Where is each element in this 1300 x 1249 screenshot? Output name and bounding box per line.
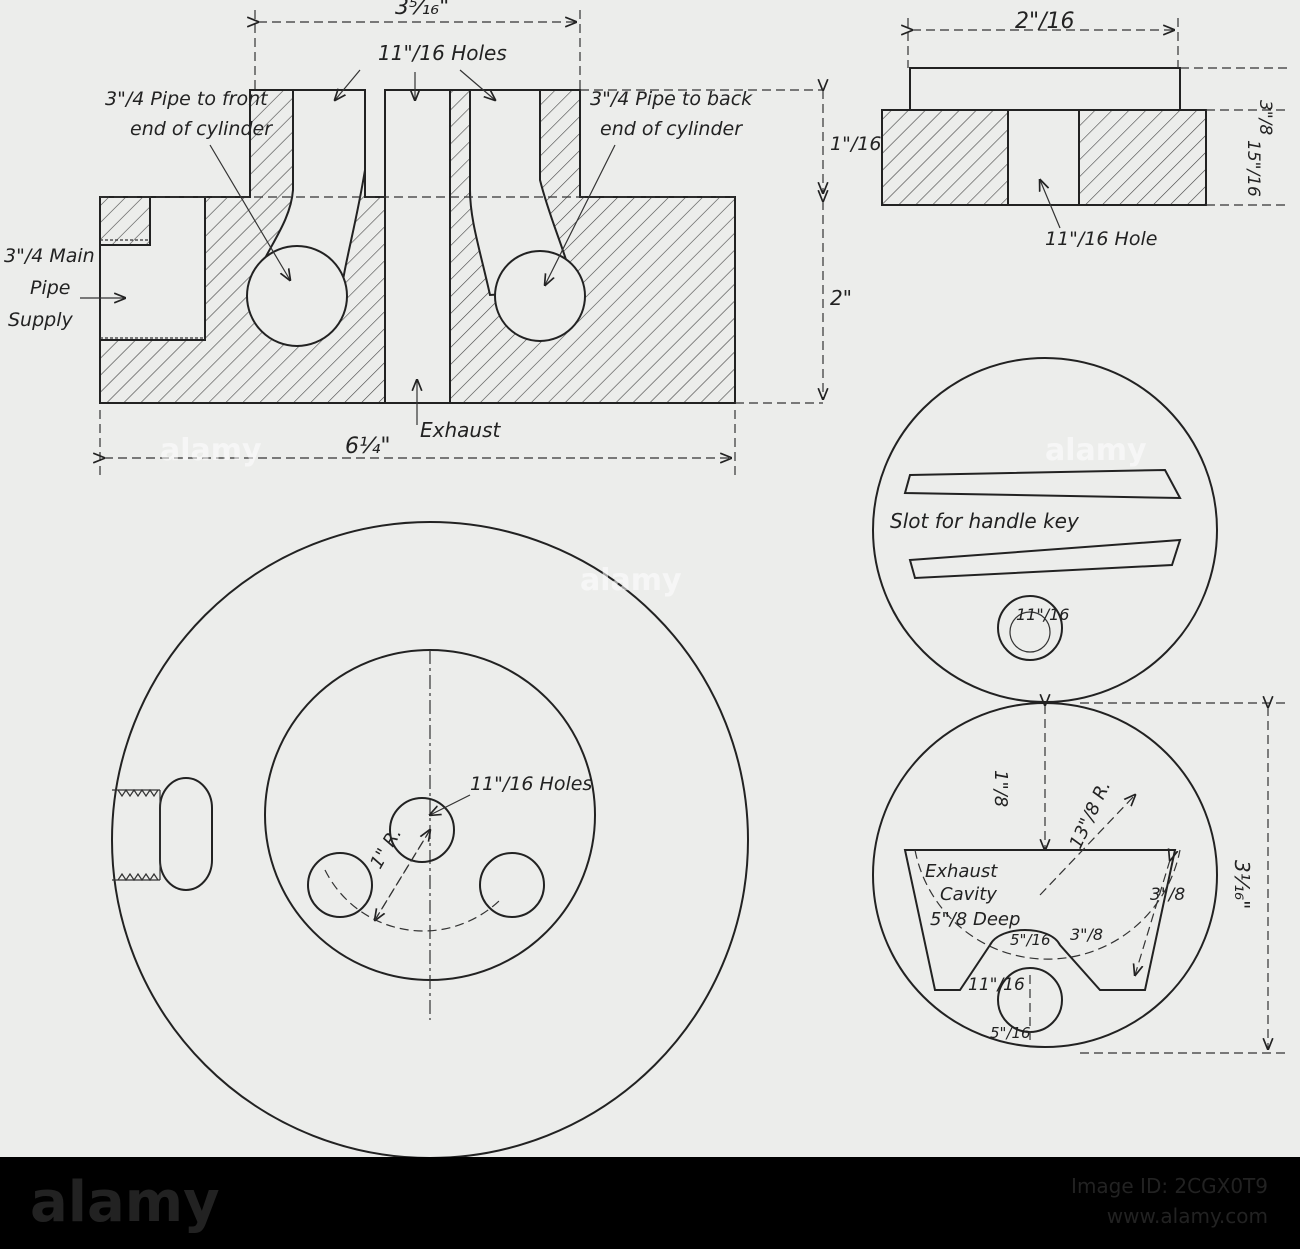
top-width-dim: 3⁵⁄₁₆" [395, 0, 449, 20]
cap-rim-dim: 3"/8 [1255, 100, 1275, 135]
body-height-dim: 2" [830, 286, 852, 310]
main-pipe-label-1: 3"/4 Main [4, 245, 95, 267]
drawing-canvas: 3⁵⁄₁₆" 11"/16 Holes 3"/4 Pipe to front e… [4, 0, 1290, 1159]
small-hole-outline [997, 595, 1063, 661]
back-port-circle [494, 250, 586, 342]
ex-top-dim: 1"/8 [990, 770, 1011, 807]
ex-mid-dim: 3"/8 [1070, 925, 1103, 944]
watermark: alamy [1045, 433, 1147, 468]
exhaust-passage [384, 89, 451, 404]
ex-cavity-label-2: Cavity [940, 884, 997, 905]
plan-right-hole [479, 852, 545, 918]
ex-hole-dim: 11"/16 [968, 975, 1025, 995]
plan-view: 11"/16 Holes 1" R. [111, 521, 749, 1159]
plan-radius-label: 1" R. [366, 824, 406, 872]
engineering-drawing: 3⁵⁄₁₆" 11"/16 Holes 3"/4 Pipe to front e… [0, 0, 1300, 1159]
plan-outer-circle [111, 521, 749, 1159]
front-section-view: 3⁵⁄₁₆" 11"/16 Holes 3"/4 Pipe to front e… [4, 0, 881, 480]
main-pipe-label-2: Pipe [30, 277, 71, 299]
exhaust-cavity [903, 849, 1177, 991]
image-id: Image ID: 2CGX0T9 [1071, 1174, 1268, 1198]
cap-section-view: 2"/16 3"/8 15"/16 11"/16 Hole [881, 9, 1290, 250]
cap-right-section [1078, 109, 1207, 206]
site-url[interactable]: www.alamy.com [1107, 1204, 1268, 1228]
pipe-front-label-2: end of cylinder [130, 118, 273, 140]
small-hole-label: 11"/16 [1016, 605, 1069, 624]
exhaust-label: Exhaust [420, 418, 502, 442]
watermark: alamy [160, 433, 262, 468]
cap-hole-label: 11"/16 Hole [1045, 228, 1157, 250]
cap-height-dim: 15"/16 [1243, 140, 1263, 197]
pipe-back-label-2: end of cylinder [600, 118, 743, 140]
ex-bottom-dim: 5"/16 [990, 1024, 1031, 1042]
overall-width-dim: 6¼" [345, 434, 390, 459]
exhaust-disc-view: 1"/8 13"/8 R. Exhaust Cavity 5"/8 Deep 3… [872, 703, 1290, 1054]
holes-top-label: 11"/16 Holes [378, 41, 507, 65]
footer-canvas: alamy Image ID: 2CGX0T9 www.alamy.com [30, 1170, 1268, 1235]
brand-logo[interactable]: alamy [30, 1170, 220, 1235]
slot-upper [903, 468, 1182, 500]
main-pipe-label-3: Supply [8, 309, 74, 331]
pipe-back-label: 3"/4 Pipe to back [590, 88, 753, 110]
footer-bar: alamy Image ID: 2CGX0T9 www.alamy.com [0, 1157, 1300, 1245]
slot-label: Slot for handle key [890, 509, 1080, 533]
ex-side-dim: 3"/8 [1150, 885, 1185, 905]
cap-width-dim: 2"/16 [1015, 9, 1075, 34]
slot-disc-view: Slot for handle key 11"/16 [872, 357, 1218, 703]
front-port-circle [246, 245, 348, 347]
ex-radius-dim: 13"/8 R. [1065, 777, 1115, 852]
slot-lower [908, 538, 1182, 580]
watermark: alamy [580, 563, 682, 598]
plan-left-hole [307, 852, 373, 918]
supply-port [159, 777, 213, 891]
plan-center-hole [389, 797, 455, 863]
pipe-front-label: 3"/4 Pipe to front [105, 88, 269, 110]
cap-left-section [881, 109, 1009, 206]
ex-dia-dim: 3¹⁄₁₆" [1230, 860, 1254, 909]
ex-cavity-label-3: 5"/8 Deep [930, 909, 1020, 930]
boss-height-dim: 1"/16 [830, 133, 881, 155]
plan-holes-label: 11"/16 Holes [470, 773, 592, 795]
ex-small-dim: 5"/16 [1010, 931, 1051, 949]
ex-cavity-label-1: Exhaust [925, 861, 998, 882]
